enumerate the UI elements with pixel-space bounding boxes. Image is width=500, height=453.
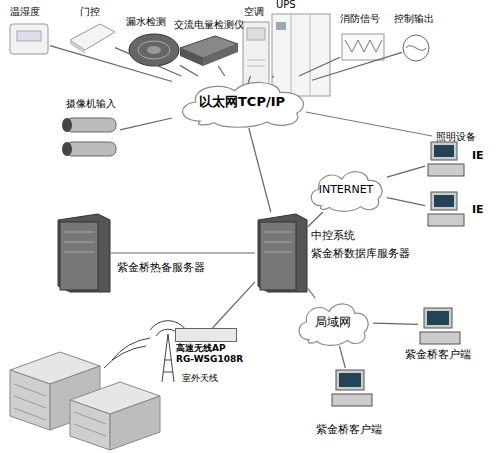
network-link xyxy=(387,166,425,177)
node-label: 紫金桥客户端 xyxy=(316,424,382,436)
node-label: 摄像机输入 xyxy=(66,98,116,109)
node-label: 空调 xyxy=(244,6,264,17)
node-label: 紫金桥数据库服务器 xyxy=(311,248,410,260)
device-node: 交流电量检测仪 xyxy=(180,38,238,66)
node-label: 温湿度 xyxy=(10,6,40,17)
network-link xyxy=(339,346,345,368)
node-label: 控制输出 xyxy=(394,13,434,24)
node-label: UPS xyxy=(276,0,296,10)
device-node: 高速无线APRG-WSG108R xyxy=(175,328,237,342)
device-node: 消防信号 xyxy=(340,30,385,64)
free-label: 室外天线 xyxy=(182,372,218,385)
device-node: 中控系统紫金桥数据库服务器 xyxy=(255,212,308,294)
node-label: RG-WSG108R xyxy=(176,355,243,365)
cloud-label: 局域网 xyxy=(293,298,373,346)
node-label: IE xyxy=(472,150,484,162)
device-node: 温湿度 xyxy=(8,22,50,57)
network-cloud: INTERNET xyxy=(305,166,387,212)
network-link xyxy=(308,289,315,298)
node-label: 消防信号 xyxy=(340,13,380,24)
node-label: 门控 xyxy=(80,6,100,17)
node-label: 紫金桥热备服务器 xyxy=(117,262,205,274)
node-label: 高速无线AP xyxy=(176,344,226,354)
node-label: 漏水检测 xyxy=(126,16,166,27)
node-label: IE xyxy=(472,204,484,216)
free-label: 照明设备 xyxy=(436,130,476,144)
device-node: UPS xyxy=(272,12,330,96)
network-link xyxy=(387,198,425,206)
network-link xyxy=(115,48,181,76)
device-node: IE xyxy=(425,140,467,180)
network-link xyxy=(111,252,255,253)
network-link xyxy=(180,65,198,76)
device-node: 紫金桥客户端 xyxy=(330,368,372,410)
device-node: 门控 xyxy=(70,22,115,54)
node-label: 中控系统 xyxy=(311,230,355,242)
node-label: 紫金桥客户端 xyxy=(405,349,471,361)
cloud-label: INTERNET xyxy=(305,166,387,212)
network-cloud: 局域网 xyxy=(293,298,373,346)
network-link xyxy=(218,66,225,76)
device-node: 紫金桥热备服务器 xyxy=(55,212,111,294)
network-link xyxy=(120,118,172,130)
device-node: 紫金桥客户端 xyxy=(418,305,463,345)
cloud-label: 以太网TCP/IP xyxy=(172,76,312,128)
node-label: 交流电量检测仪 xyxy=(174,19,244,30)
device-node: 控制输出 xyxy=(402,34,430,62)
network-link xyxy=(373,323,418,324)
device-node: 摄像机输入 xyxy=(58,112,120,162)
network-cloud: 以太网TCP/IP xyxy=(172,76,312,128)
device-node: 漏水检测 xyxy=(128,32,180,68)
network-link xyxy=(312,52,402,80)
network-link xyxy=(272,76,274,78)
network-link xyxy=(249,128,271,212)
network-link xyxy=(308,212,323,227)
device-node: IE xyxy=(425,190,467,230)
network-link xyxy=(212,282,255,328)
